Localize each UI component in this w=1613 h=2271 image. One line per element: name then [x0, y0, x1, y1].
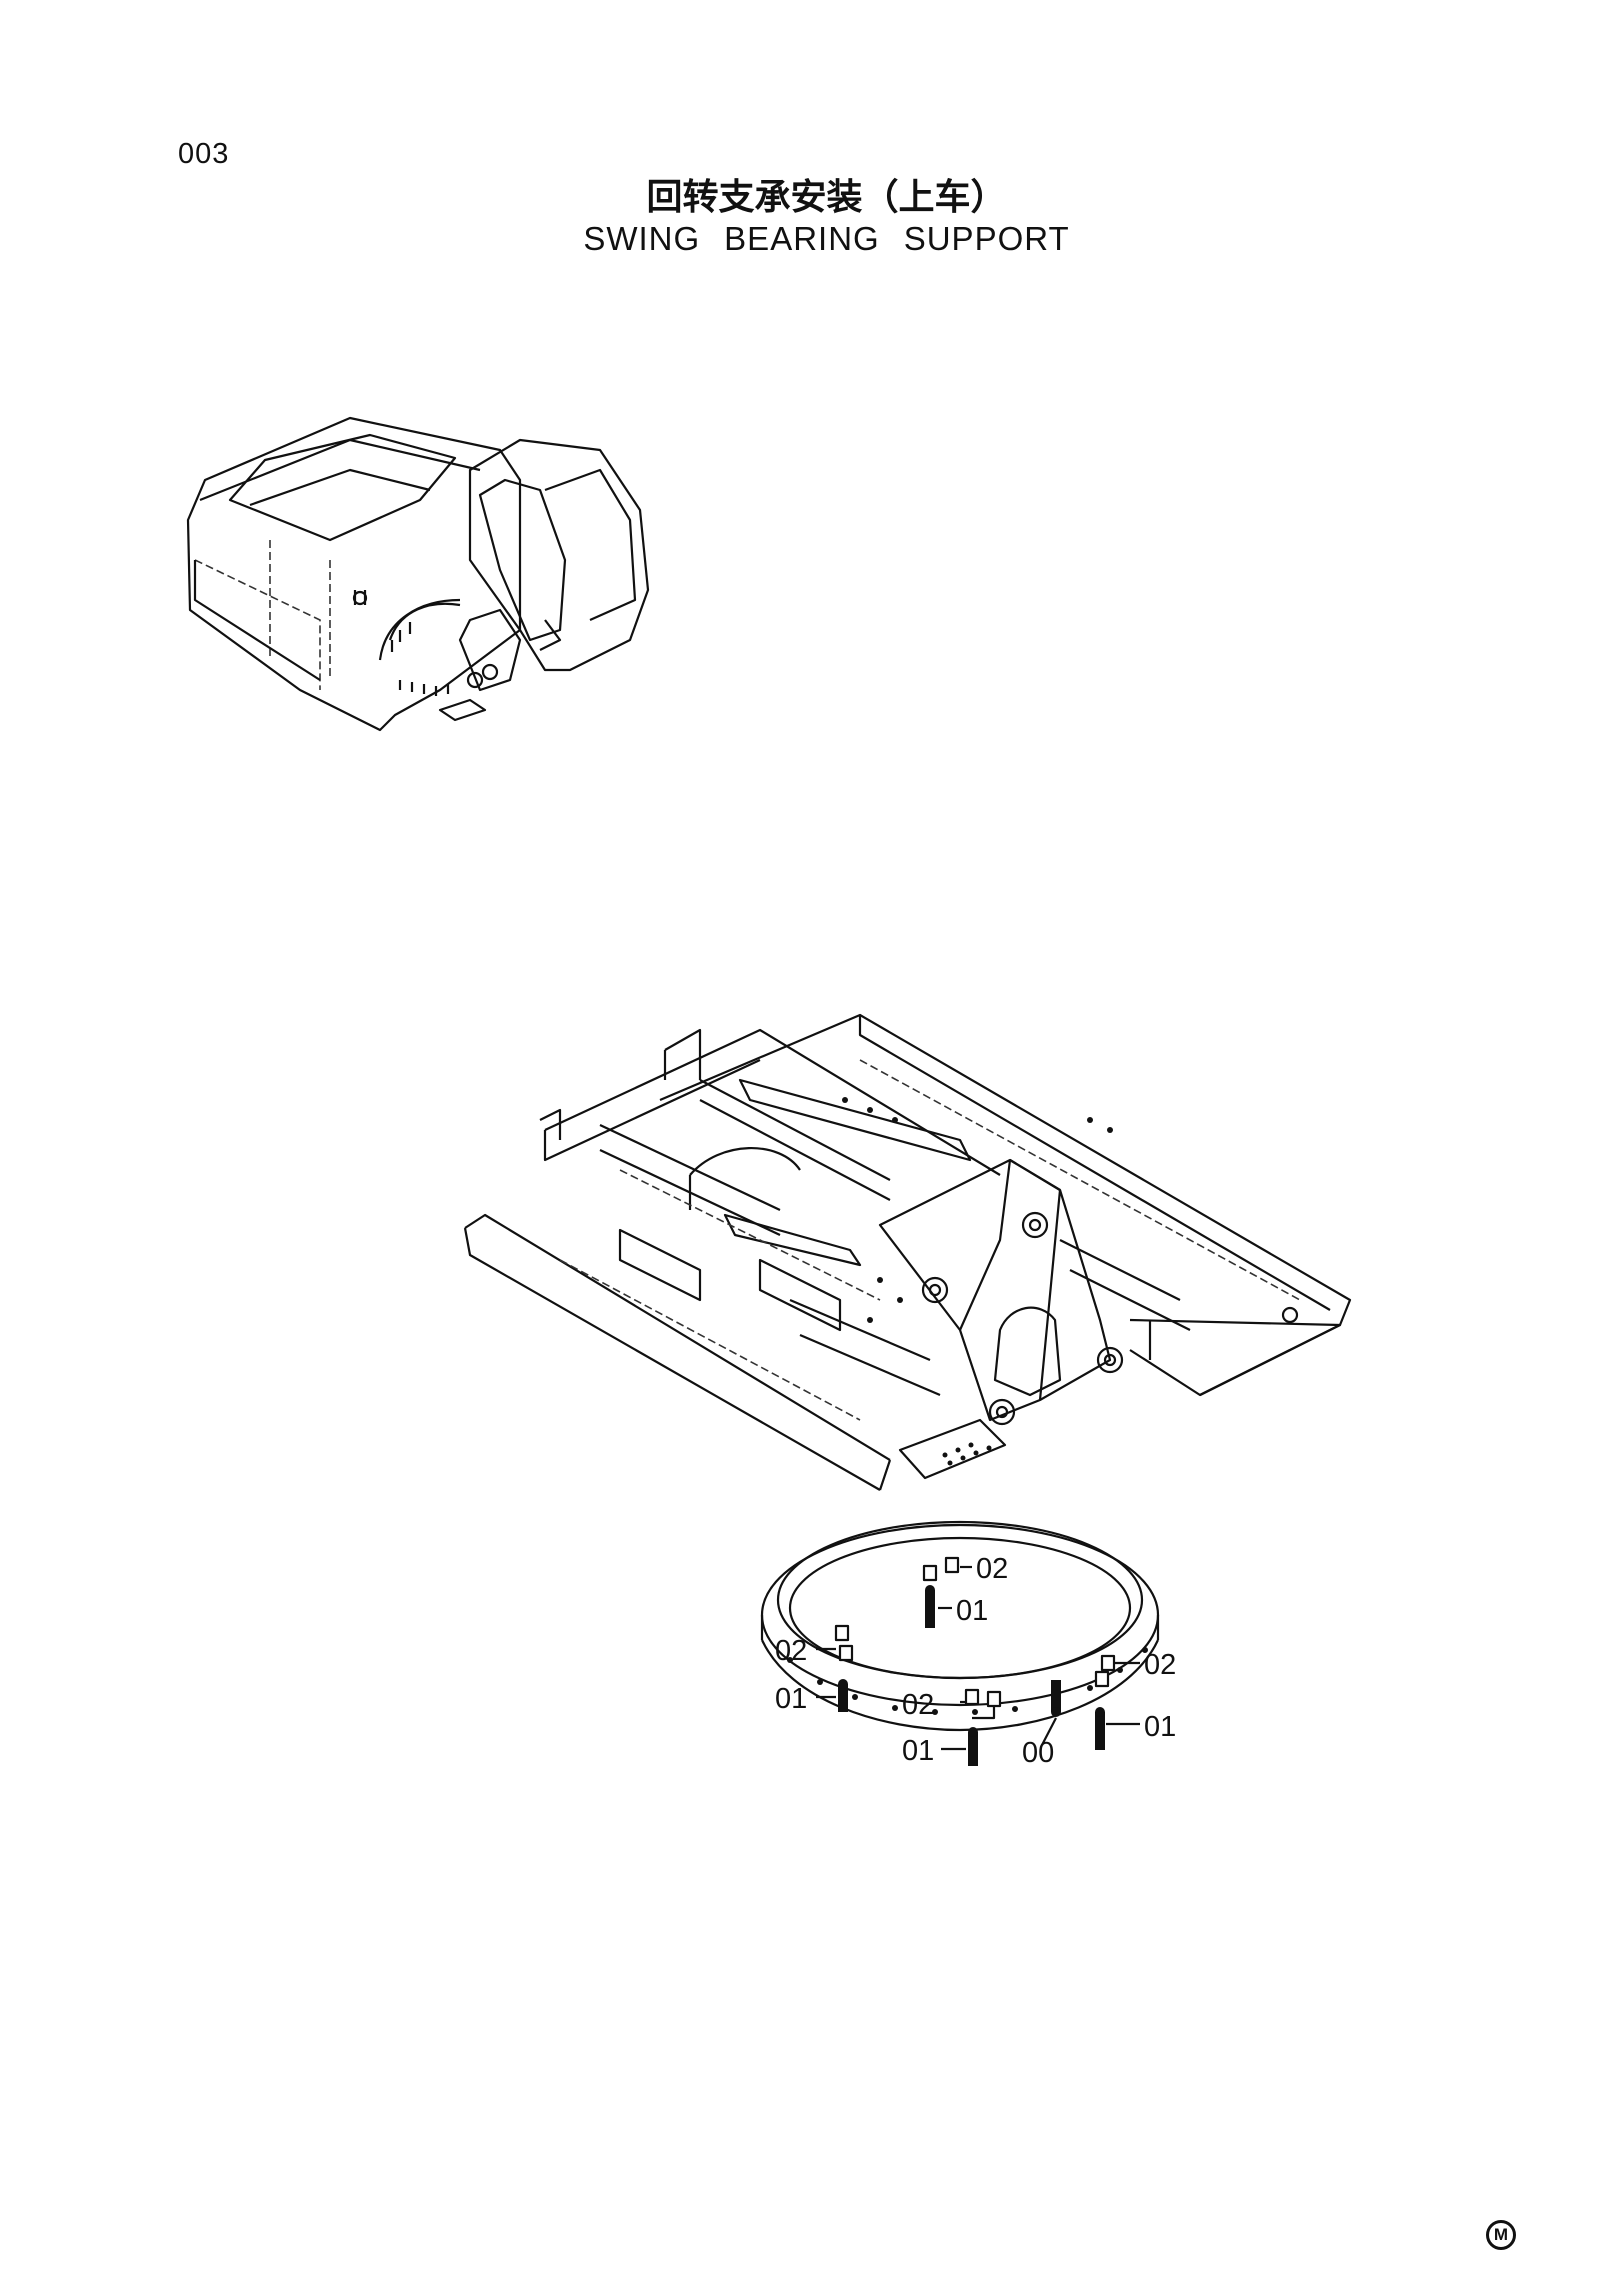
title-word: SUPPORT: [903, 220, 1070, 257]
callout-labels: 02 01 02 01 02 01 00 02 01: [775, 1553, 1176, 1769]
callout-label: 00: [1022, 1737, 1054, 1769]
title-word: BEARING: [724, 220, 880, 257]
upper-frame-icon: [463, 1013, 1352, 1491]
bolt-icon: [390, 622, 450, 696]
callout-label: 01: [902, 1735, 934, 1767]
callout-label: 02: [775, 1635, 807, 1667]
step-holes: [942, 1442, 992, 1466]
excavator-overview-icon: [186, 416, 650, 732]
callout-label: 02: [1144, 1649, 1176, 1681]
title-english: SWING BEARING SUPPORT: [0, 220, 1613, 258]
callout-label: 01: [775, 1683, 807, 1715]
callout-label: 01: [956, 1595, 988, 1627]
callout-label: 01: [1144, 1711, 1176, 1743]
bolt-icon: [925, 1585, 935, 1628]
washer-icon: [922, 1556, 960, 1582]
washer-icon: [834, 1624, 854, 1662]
title-chinese: 回转支承安装（上车）: [646, 177, 1007, 218]
bolt-icon: [1051, 1680, 1061, 1717]
washer-icon: [1094, 1654, 1116, 1688]
bolt-icon: [1095, 1707, 1105, 1750]
swing-bearing-icon: [760, 1520, 1160, 1732]
washer-icon: [964, 1688, 1002, 1708]
title-word: SWING: [583, 220, 701, 257]
bolt-icon: [968, 1727, 978, 1766]
leader-lines: [816, 1565, 1140, 1751]
bolt-icon: [838, 1679, 848, 1712]
callout-label: 02: [976, 1553, 1008, 1585]
page-number: 003: [178, 138, 230, 170]
manufacturer-mark: M: [1486, 2220, 1516, 2250]
callout-label: 02: [902, 1689, 934, 1721]
